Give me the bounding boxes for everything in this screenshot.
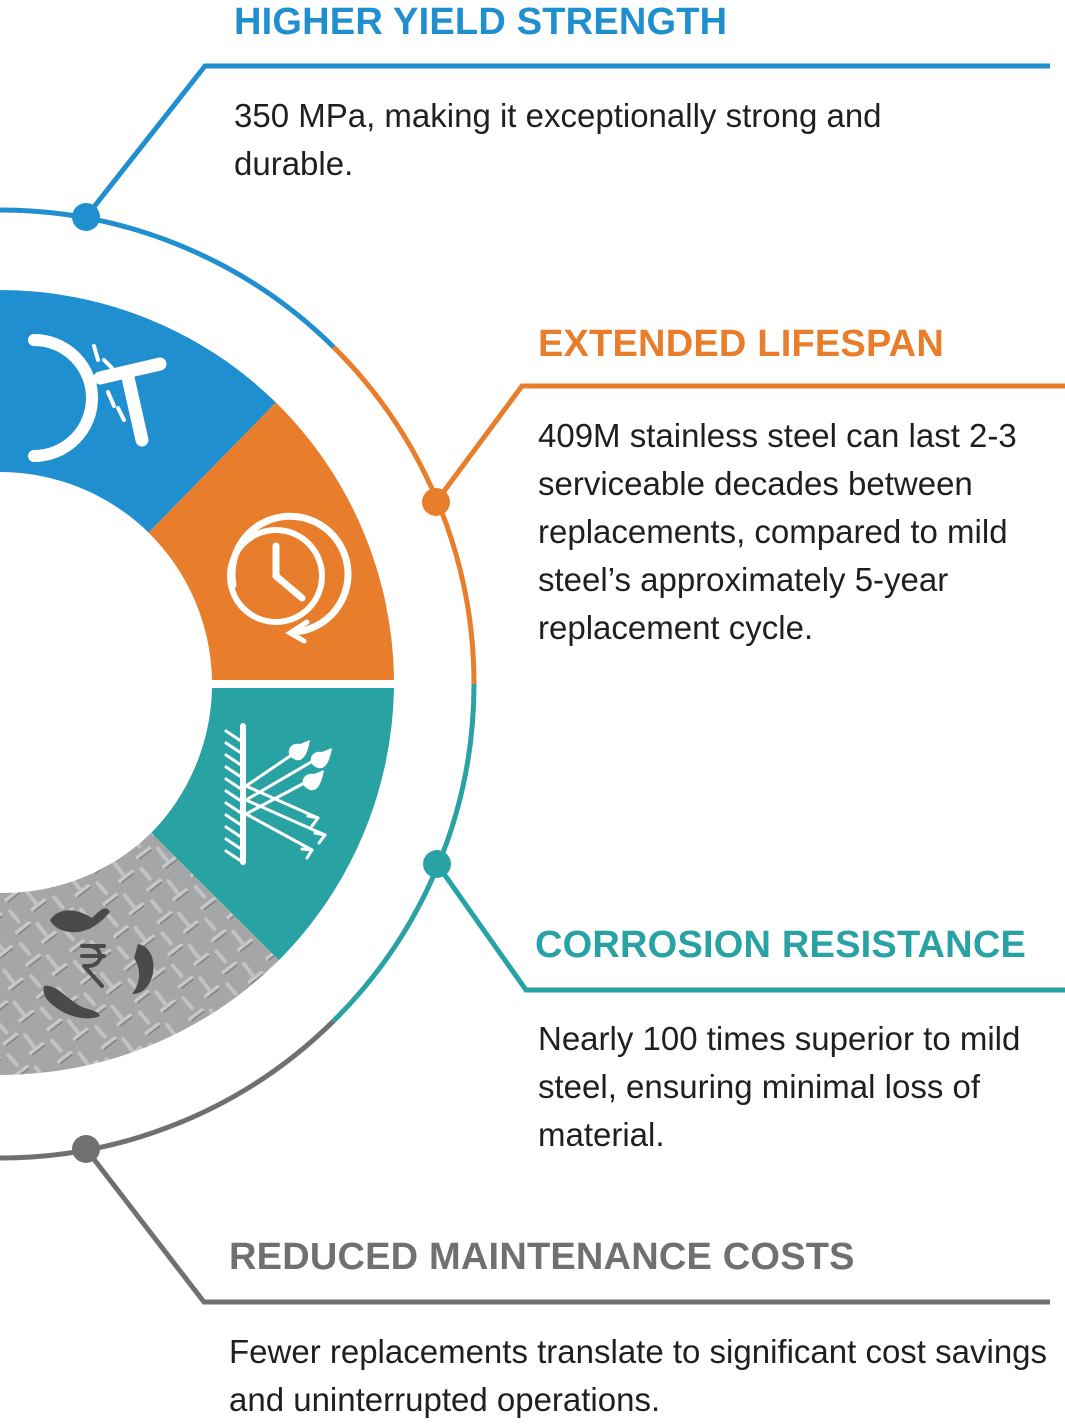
clock-cycle-icon — [227, 512, 352, 644]
connector-dot-extended-lifespan — [422, 488, 450, 516]
description-higher-yield-strength: 350 MPa, making it exceptionally strong … — [234, 97, 882, 182]
connector-dot-corrosion-resistance — [423, 850, 451, 878]
description-extended-lifespan: 409M stainless steel can last 2-3 servic… — [538, 417, 1017, 646]
heading-corrosion-resistance: CORROSION RESISTANCE — [535, 924, 1027, 966]
segment-corrosion-resistance — [151, 688, 394, 961]
connector-dot-yield-strength — [72, 203, 100, 231]
rupee-hands-cycle-icon — [43, 908, 154, 1019]
heading-higher-yield-strength: HIGHER YIELD STRENGTH — [234, 1, 728, 43]
connector-yield-strength — [84, 63, 1050, 219]
connector-dot-maintenance-costs — [72, 1135, 100, 1163]
description-reduced-maintenance-costs: Fewer replacements translate to signific… — [229, 1333, 1048, 1418]
water-droplets-deflect-icon — [224, 723, 332, 865]
hammer-impact-icon — [28, 334, 167, 462]
connector-corrosion-resistance — [434, 862, 1065, 993]
description-corrosion-resistance: Nearly 100 times superior to mild steel,… — [538, 1020, 1021, 1153]
ring-arc-blue — [0, 207, 336, 349]
ring-arc-gray — [0, 1019, 336, 1161]
connector-maintenance-costs — [84, 1147, 1050, 1305]
heading-extended-lifespan: EXTENDED LIFESPAN — [538, 323, 944, 365]
heading-reduced-maintenance-costs: REDUCED MAINTENANCE COSTS — [229, 1236, 855, 1278]
connector-extended-lifespan — [433, 383, 1065, 504]
